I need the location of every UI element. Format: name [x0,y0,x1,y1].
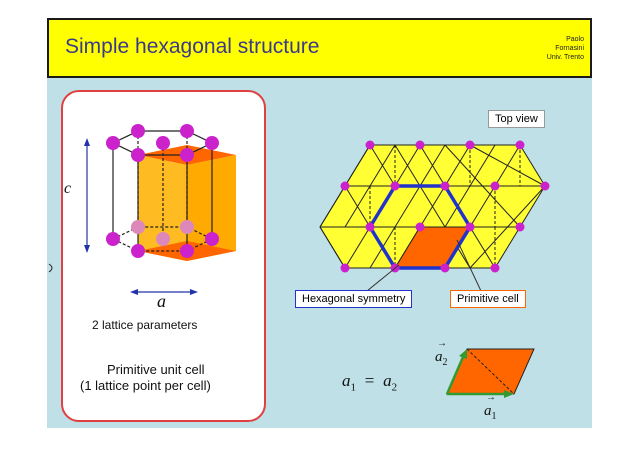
slide: Simple hexagonal structure Paolo Fornasi… [47,18,592,428]
lattice-equation: a1 = a2 [342,371,397,393]
vector-a2 [445,349,467,395]
top-view-label: Top view [488,110,545,128]
author-affiliation: Univ. Trento [546,54,584,61]
c-dimension-arrow [84,138,90,253]
a-dimension-arrow [130,289,198,295]
eq-sub-2: 2 [391,381,398,394]
a-label: a [157,291,166,311]
slide-title: Simple hexagonal structure [65,35,320,58]
eq-equals: = [364,371,375,390]
c-label: c [64,180,72,197]
vector-a1-label: →a1 [484,392,497,422]
top-view-lattice [319,140,550,273]
parameters-text: 2 lattice parameters [92,318,198,332]
author-first-name: Paolo [566,36,584,43]
eq-sub-1: 1 [350,381,357,394]
primitive-cell-line2: (1 lattice point per cell) [80,378,211,393]
edge-mark [48,263,53,273]
author-last-name: Fornasini [555,45,584,52]
primitive-cell-line1: Primitive unit cell [107,362,205,377]
author-credit: Paolo Fornasini Univ. Trento [547,35,584,62]
cell-pointer-line [456,239,482,292]
eq-a-right: a [383,371,392,390]
primitive-cell-label: Primitive cell [450,290,526,308]
vector-a1 [447,390,514,398]
eq-a-left: a [342,371,351,390]
hex-pointer-line [366,264,400,292]
hexagonal-symmetry-label: Hexagonal symmetry [295,290,413,308]
bottom-atoms [106,220,219,258]
hexagonal-prism-diagram [48,124,550,398]
vector-a2-label: →a2 [435,338,448,368]
title-bar: Simple hexagonal structure Paolo Fornasi… [47,18,592,78]
top-atoms [106,124,219,162]
